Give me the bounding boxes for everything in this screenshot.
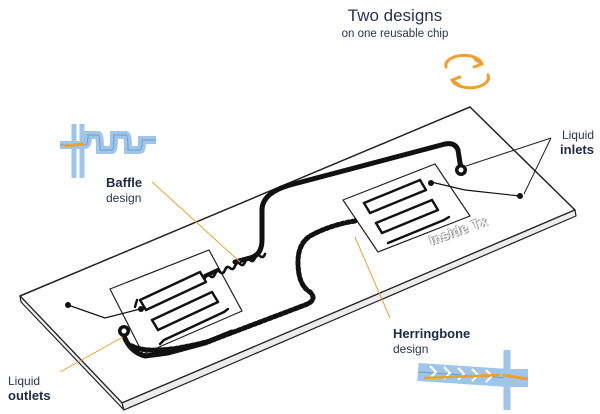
swap-arrows-icon — [444, 53, 491, 90]
herringbone-label-bold: Herringbone — [393, 326, 471, 341]
herringbone-inset-icon — [417, 350, 529, 410]
herringbone-label: Herringbone design — [393, 326, 470, 356]
inlets-label-bold: inlets — [560, 142, 594, 158]
herringbone-chamber — [342, 163, 523, 253]
inlets-label-top: Liquid — [561, 128, 594, 142]
herringbone-label-sub: design — [393, 341, 429, 356]
baffle-label: Baffle design — [106, 175, 142, 205]
title-sub: on one reusable chip — [341, 28, 449, 41]
inlets-label: Liquid inlets — [548, 128, 594, 158]
outlets-label-top: Liquid — [8, 374, 41, 388]
figure-heading: Two designs on one reusable chip — [0, 6, 600, 42]
leader-lines — [59, 137, 552, 373]
baffle-label-bold: Baffle — [106, 175, 143, 190]
baffle-inset-icon — [56, 120, 156, 182]
baffle-channel — [203, 141, 467, 280]
outlets-label-bold: outlets — [8, 388, 51, 404]
outlets-label: Liquid outlets — [8, 374, 51, 404]
herringbone-channel — [118, 218, 358, 359]
baffle-label-sub: design — [106, 190, 142, 205]
title-main: Two designs — [347, 6, 443, 25]
